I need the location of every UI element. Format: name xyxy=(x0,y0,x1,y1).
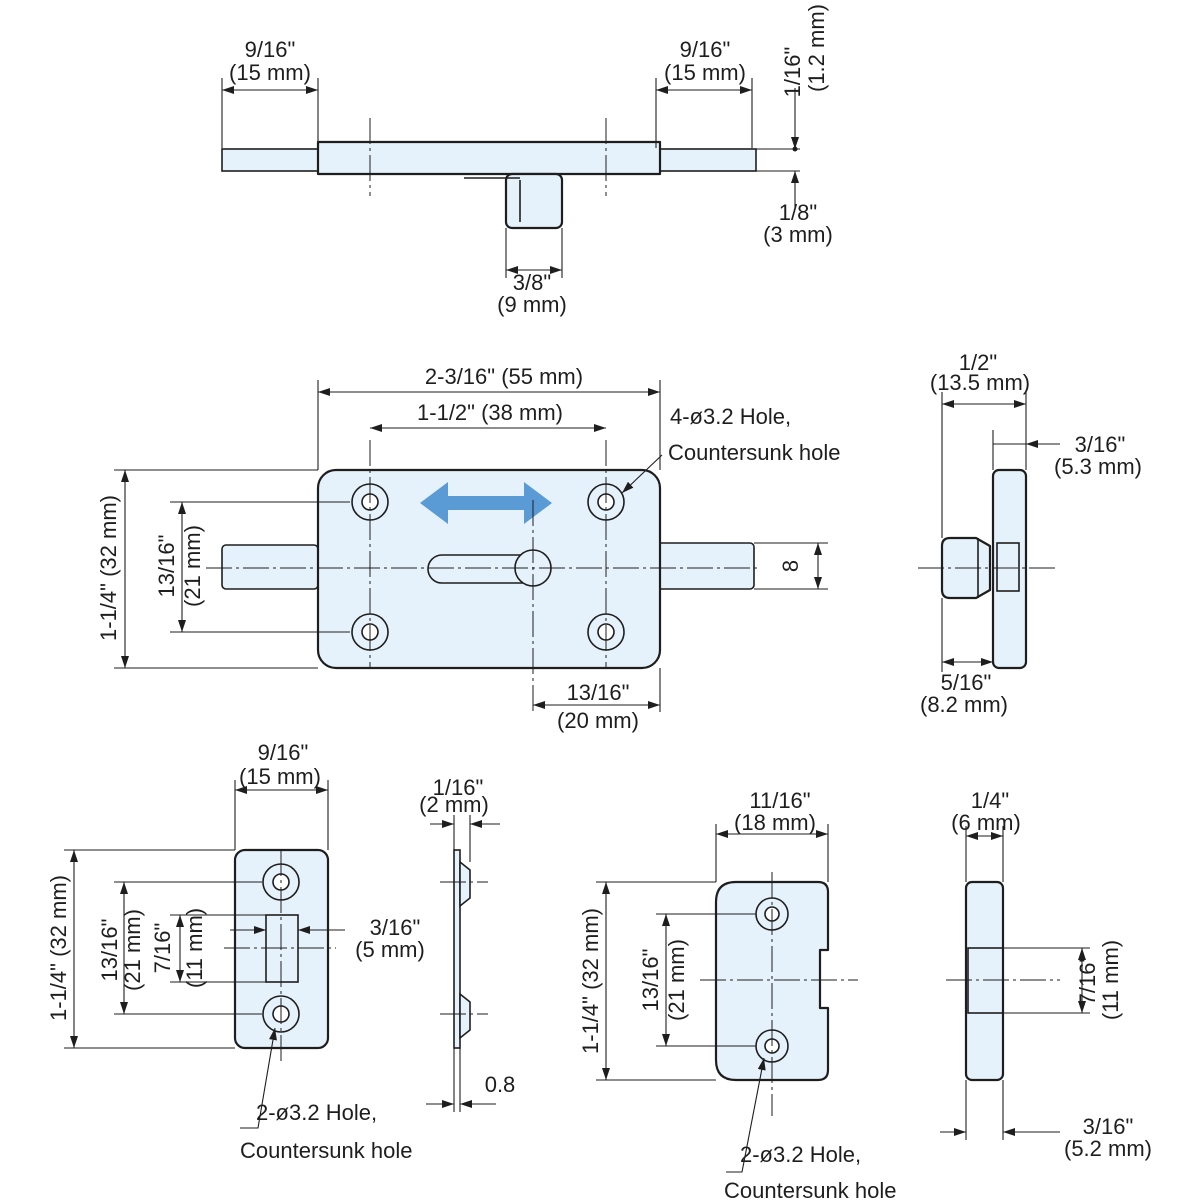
strike-b-side-block xyxy=(964,880,1005,1082)
strike-b-height: 1-1/4" (32 mm) xyxy=(578,908,603,1054)
front-hole-pitch-y-inch: 13/16" xyxy=(154,535,179,598)
strike-a-hole-pitch-inch: 13/16" xyxy=(97,919,122,982)
strike-a-slot-height-inch: 7/16" xyxy=(150,923,175,974)
side-plate-thickness-inch: 3/16" xyxy=(1075,432,1126,457)
strike-b-side-slot-mm: (11 mm) xyxy=(1098,940,1123,1020)
strike-a-side-depth-inch: 1/16" xyxy=(433,775,484,800)
top-right-width-inch: 9/16" xyxy=(680,37,731,62)
top-offset-mm: (3 mm) xyxy=(763,222,833,247)
bolt-left-stub xyxy=(221,148,319,172)
strike-b-width-mm: (18 mm) xyxy=(734,810,816,835)
top-thickness-mm: (1.2 mm) xyxy=(804,4,829,92)
top-left-width-inch: 9/16" xyxy=(245,37,296,62)
strike-b-side-slot-inch: 7/16" xyxy=(1075,955,1100,1006)
front-overall-height: 1-1/4" (32 mm) xyxy=(96,495,121,641)
strike-b-hole-note-2: Countersunk hole xyxy=(724,1178,896,1200)
strike-a-side-depth-mm: (2 mm) xyxy=(419,792,489,817)
top-thickness-inch: 1/16" xyxy=(780,47,805,98)
strike-b-hole-note-1: 2-ø3.2 Hole, xyxy=(740,1142,861,1167)
strike-b-side-depth-mm: (5.2 mm) xyxy=(1064,1136,1152,1161)
strike-a-countersink-bottom xyxy=(459,992,471,1040)
front-hole-pitch-y-mm: (21 mm) xyxy=(180,525,205,607)
strike-a-slot-width-mm: (5 mm) xyxy=(355,937,425,962)
strike-a-slot-height-mm: (11 mm) xyxy=(182,908,207,988)
base-plate-side xyxy=(991,468,1028,670)
strike-a-hole-note-1: 2-ø3.2 Hole, xyxy=(256,1100,377,1125)
strike-a-width-inch: 9/16" xyxy=(258,740,309,765)
front-knob-offset-inch: 13/16" xyxy=(567,680,630,705)
strike-a-side-sheet: 0.8 xyxy=(485,1072,516,1097)
bolt-right-end xyxy=(655,542,755,590)
bolt-right-end xyxy=(655,148,757,172)
front-hole-note-1: 4-ø3.2 Hole, xyxy=(670,404,791,429)
front-bolt-height: 8 xyxy=(778,560,803,572)
side-depth-inch: 1/2" xyxy=(959,350,997,375)
strike-b-width-inch: 11/16" xyxy=(749,788,810,813)
top-knob-width-mm: (9 mm) xyxy=(497,292,567,317)
front-hole-pitch-x: 1-1/2" (38 mm) xyxy=(417,400,563,425)
top-left-width-mm: (15 mm) xyxy=(229,60,311,85)
side-knob-depth-mm: (8.2 mm) xyxy=(920,692,1008,717)
strike-b-side-depth-inch: 3/16" xyxy=(1083,1114,1134,1139)
side-plate-thickness-mm: (5.3 mm) xyxy=(1054,454,1142,479)
front-view: 2-3/16" (55 mm) 1-1/2" (38 mm) 4-ø3.2 Ho… xyxy=(96,364,840,733)
strike-a-sheet xyxy=(453,849,461,1049)
front-knob-offset-mm: (20 mm) xyxy=(557,708,639,733)
strike-a-hole-note-2: Countersunk hole xyxy=(240,1138,412,1163)
top-right-width-mm: (15 mm) xyxy=(664,60,746,85)
strike-a-hole-pitch-mm: (21 mm) xyxy=(120,909,145,991)
slide-knob-top xyxy=(504,172,564,230)
strike-b-hole-pitch-mm: (21 mm) xyxy=(664,939,689,1021)
side-depth-mm: (13.5 mm) xyxy=(930,370,1030,395)
strike-a-slot-width-inch: 3/16" xyxy=(370,915,421,940)
front-hole-note-2: Countersunk hole xyxy=(668,440,840,465)
strike-a-view: 9/16" (15 mm) 1-1/4" (32 mm) 13/16" (21 … xyxy=(46,740,425,1163)
strike-a-countersink-top xyxy=(459,860,471,908)
base-plate-top xyxy=(316,140,662,176)
strike-a-height: 1-1/4" (32 mm) xyxy=(46,875,71,1021)
strike-b-side-width-inch: 1/4" xyxy=(971,788,1009,813)
base-plate-front xyxy=(316,468,662,670)
strike-b-hole-pitch-inch: 13/16" xyxy=(638,949,663,1012)
strike-a-width-mm: (15 mm) xyxy=(239,764,321,789)
strike-b-side-width-mm: (6 mm) xyxy=(951,810,1021,835)
front-overall-width: 2-3/16" (55 mm) xyxy=(425,364,583,389)
strike-a-side-view: 1/16" (2 mm) 0.8 xyxy=(419,775,515,1112)
top-view: 9/16" (15 mm) 9/16" (15 mm) 1/16" (1.2 m… xyxy=(221,4,833,317)
side-knob-depth-inch: 5/16" xyxy=(941,670,992,695)
strike-b-view: 11/16" (18 mm) 1-1/4" (32 mm) 13/16" (21… xyxy=(578,788,896,1200)
strike-b-plate xyxy=(714,880,830,1082)
top-offset-inch: 1/8" xyxy=(779,200,817,225)
top-knob-width-inch: 3/8" xyxy=(513,270,551,295)
side-view: 1/2" (13.5 mm) 3/16" (5.3 mm) 5/16" (8.2… xyxy=(918,350,1142,717)
bolt-left-stub xyxy=(221,544,319,590)
strike-b-side-view: 1/4" (6 mm) 7/16" (11 mm) 3/16" (5.2 mm) xyxy=(940,788,1152,1161)
slide-direction-arrow-icon xyxy=(420,482,552,524)
